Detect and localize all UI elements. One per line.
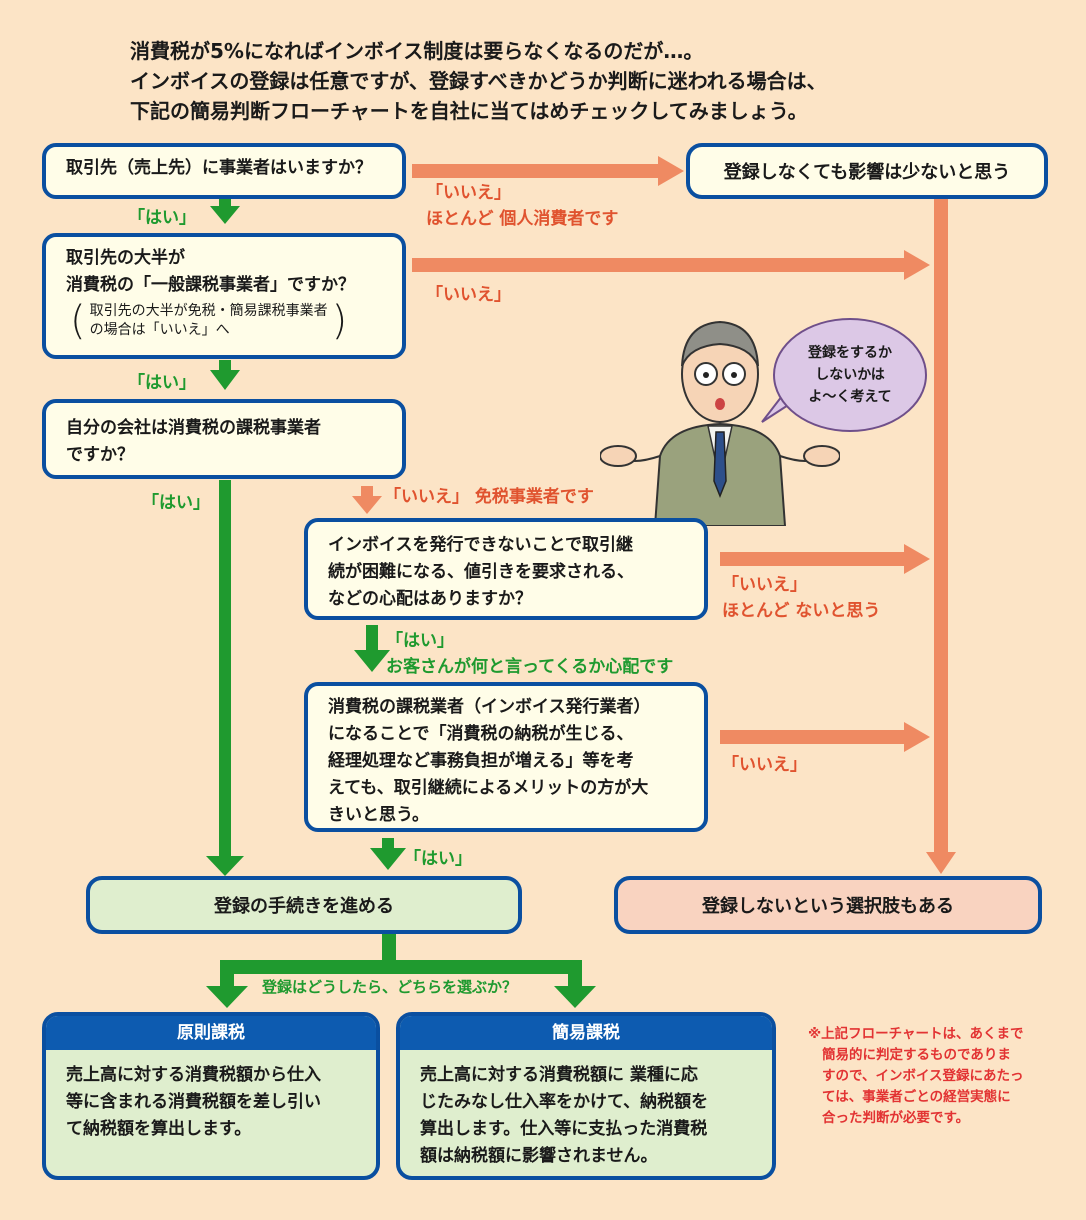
question-2-note-line: 取引先の大半が免税・簡易課税事業者 [89,303,328,319]
question-5-line: きいと思う。 [328,805,429,825]
intro-text: 消費税が5%になればインボイス制度は要らなくなるのだが…。 インボイスの登録は任… [130,36,827,126]
no-impact-box: 登録しなくても影響は少ないと思う [686,143,1048,199]
question-box-5: 消費税の課税業者（インボイス発行業者） になることで「消費税の納税が生じる、 経… [304,682,708,832]
question-4-line: インボイスを発行できないことで取引継 [328,535,633,555]
card-left-title: 原則課税 [46,1016,376,1050]
card-right-line: 売上高に対する消費税額に 業種に応 [420,1065,698,1085]
intro-line: インボイスの登録は任意ですが、登録すべきかどうか判断に迷われる場合は、 [130,69,827,93]
yes-label-4-main: 「はい」 [386,631,454,651]
proceed-text: 登録の手続きを進める [214,896,394,917]
card-right-line: じたみなし仕入率をかけて、納税額を [420,1092,709,1112]
yes-label-2: 「はい」 [128,373,196,393]
yes-label-4-sub: お客さんが何と言ってくるか心配です [386,657,674,677]
question-3-line: ですか？ [66,445,134,465]
question-5-line: 消費税の課税業者（インボイス発行業者） [328,697,651,717]
not-register-text: 登録しないという選択肢もある [702,896,954,917]
no-label-1-sub: ほとんど 個人消費者です [426,209,619,229]
no-label-5: 「いいえ」 [722,755,807,775]
card-right-line: 額は納税額に影響されません。 [420,1146,658,1166]
yes-label-5: 「はい」 [404,849,472,869]
proceed-box: 登録の手続きを進める [86,876,522,934]
card-left-line: 等に含まれる消費税額を差し引い [66,1092,321,1112]
footnote-line: 合った判断が必要です。 [822,1110,970,1126]
no-label-1-main: 「いいえ」 [426,183,511,203]
no-label-2: 「いいえ」 [426,285,511,305]
footnote-line: すので、インボイス登録にあたっ [822,1068,1024,1084]
speech-bubble: 登録をするか しないかは よ〜く考えて [773,318,927,432]
bubble-line: よ〜く考えて [808,389,892,405]
question-3-line: 自分の会社は消費税の課税事業者 [66,418,321,438]
no-impact-text: 登録しなくても影響は少ないと思う [723,162,1011,183]
yes-label-1: 「はい」 [128,208,196,228]
question-5-line: 経理処理など事務負担が増える」等を考 [328,751,634,771]
bubble-line: 登録をするか [808,345,892,361]
no-label-4-sub: ほとんど ないと思う [722,601,881,621]
question-box-2: 取引先の大半が 消費税の「一般課税事業者」ですか？ ( 取引先の大半が免税・簡易… [42,233,406,359]
footnote-line: 簡易的に判定するものでありま [822,1047,1011,1063]
businessman-illustration [600,320,840,526]
no-label-1: 「いいえ」 ほとんど 個人消費者です [426,180,618,232]
question-2-line: 取引先の大半が [66,248,185,268]
question-5-line: えても、取引継続によるメリットの方が大 [328,778,649,798]
question-2-line: 消費税の「一般課税事業者」ですか？ [66,275,355,295]
question-2-note: ( 取引先の大半が免税・簡易課税事業者 の場合は「いいえ」へ ) [70,298,348,344]
question-box-4: インボイスを発行できないことで取引継 続が困難になる、値引きを要求される、 など… [304,518,708,620]
card-simplified-taxation: 簡易課税 売上高に対する消費税額に 業種に応 じたみなし仕入率をかけて、納税額を… [396,1012,776,1180]
card-left-line: て納税額を算出します。 [66,1119,252,1139]
footnote-line: ※上記フローチャートは、あくまで [808,1026,1024,1042]
not-register-box: 登録しないという選択肢もある [614,876,1042,934]
no-label-3: 「いいえ」 免税事業者です [384,487,594,507]
footnote: ※上記フローチャートは、あくまで 簡易的に判定するものでありま すので、インボイ… [808,1024,1048,1129]
question-5-line: になることで「消費税の納税が生じる、 [328,724,634,744]
intro-line: 消費税が5%になればインボイス制度は要らなくなるのだが…。 [130,39,704,63]
intro-line: 下記の簡易判断フローチャートを自社に当てはめチェックしてみましょう。 [130,99,808,123]
card-left-line: 売上高に対する消費税額から仕入 [66,1065,321,1085]
card-standard-taxation: 原則課税 売上高に対する消費税額から仕入 等に含まれる消費税額を差し引い て納税… [42,1012,380,1180]
yes-label-3: 「はい」 [142,493,210,513]
footnote-line: ては、事業者ごとの経営実態に [822,1089,1011,1105]
card-right-title: 簡易課税 [400,1016,772,1050]
question-2-note-line: の場合は「いいえ」へ [89,322,230,338]
card-right-line: 算出します。仕入等に支払った消費税 [420,1119,708,1139]
bubble-line: しないかは [815,367,885,383]
question-4-line: などの心配はありますか？ [328,589,532,609]
no-label-4-main: 「いいえ」 [722,575,807,595]
question-1-text: 取引先（売上先）に事業者はいますか？ [66,158,372,178]
branch-label: 登録はどうしたら、どちらを選ぶか？ [262,978,518,996]
yes-label-4: 「はい」 お客さんが何と言ってくるか心配です [386,628,673,680]
question-box-3: 自分の会社は消費税の課税事業者 ですか？ [42,399,406,479]
question-4-line: 続が困難になる、値引きを要求される、 [328,562,634,582]
no-label-4: 「いいえ」 ほとんど ないと思う [722,572,880,624]
question-box-1: 取引先（売上先）に事業者はいますか？ [42,143,406,199]
